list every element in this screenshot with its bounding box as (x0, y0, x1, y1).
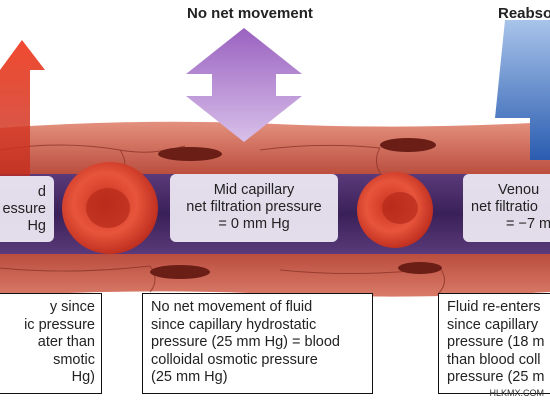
vessel-wall-bottom (0, 250, 550, 297)
caption-line: (25 mm Hg) (151, 369, 228, 385)
endothelial-nucleus (398, 262, 442, 274)
label-line: Mid capillary (213, 182, 295, 198)
caption-line: pressure (25 m (447, 369, 545, 385)
endothelial-nucleus (158, 147, 222, 161)
label-line: net filtratio (471, 199, 538, 215)
caption-line: pressure (25 mm Hg) = blood (151, 334, 340, 350)
mid-capillary-label: Mid capillary net filtration pressure = … (170, 174, 338, 242)
vessel-wall-top (0, 121, 550, 178)
watermark: HLKMX.COM (489, 388, 544, 398)
endothelial-nucleus (150, 265, 210, 279)
caption-line: colloidal osmotic pressure (151, 351, 318, 368)
label-line: net filtration pressure (186, 199, 322, 215)
caption-line: ic pressure (24, 316, 95, 333)
label-line: d (37, 184, 46, 200)
label-line: essure (2, 201, 46, 217)
filtration-arrow-up (0, 40, 45, 176)
caption-line: pressure (18 m (447, 334, 545, 350)
label-line: Venou (498, 182, 540, 198)
red-blood-cell (62, 162, 158, 254)
endothelial-nucleus (380, 138, 436, 152)
caption-line: since capillary hydrostatic (151, 316, 317, 333)
caption-line: No net movement of fluid (151, 299, 313, 315)
label-line: = 0 mm Hg (218, 216, 290, 232)
right-heading: Reabso (498, 5, 550, 22)
caption-line: than blood coll (447, 351, 541, 368)
center-heading: No net movement (187, 5, 313, 22)
caption-line: smotic (53, 351, 95, 368)
bidirectional-arrow (186, 28, 302, 142)
red-blood-cell (357, 172, 433, 248)
venous-end-caption: Fluid re-enters since capillary pressure… (438, 293, 550, 394)
label-line: Hg (27, 218, 46, 234)
caption-line: ater than (37, 334, 95, 350)
venous-end-label: Venou net filtratio = −7 m (463, 174, 550, 242)
caption-line: y since (49, 299, 95, 315)
reabsorption-arrow-down (495, 20, 550, 160)
arterial-end-caption: y since ic pressure ater than smotic Hg) (0, 293, 102, 394)
caption-line: Fluid re-enters (447, 299, 541, 315)
caption-line: Hg) (71, 369, 95, 385)
arterial-end-label: d essure Hg (0, 176, 54, 242)
mid-capillary-caption: No net movement of fluid since capillary… (142, 293, 373, 394)
label-line: = −7 m (506, 216, 550, 232)
caption-line: since capillary (447, 316, 539, 333)
